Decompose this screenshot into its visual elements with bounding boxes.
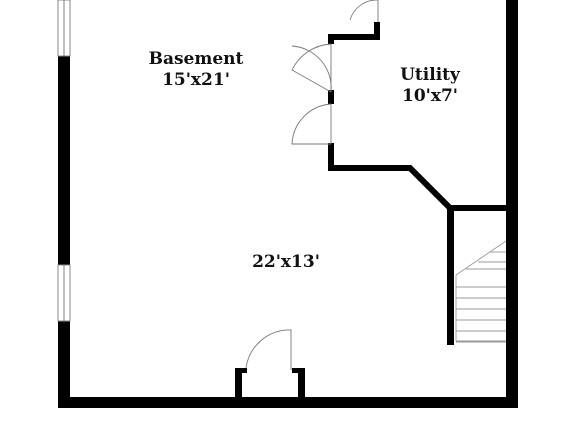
door-bottom-jamb-right (298, 368, 305, 398)
utility-door-jamb-a (328, 34, 334, 44)
utility-left-wall-top (328, 34, 380, 40)
stairs (455, 240, 507, 343)
room-basement: Basement 15'x21' (149, 49, 244, 90)
door-utility-upper (291, 43, 332, 93)
left-wall (58, 0, 70, 408)
room-name: Basement (149, 49, 244, 69)
door-utility-upper-arc (291, 45, 332, 93)
door-bottom-jamb-left (235, 368, 242, 398)
utility-door-jamb-b (328, 90, 334, 104)
room-dimensions: 15'x21' (162, 70, 230, 90)
utility-door-jamb-c (328, 143, 334, 153)
utility-lower-wall (328, 146, 506, 211)
room-main: 22'x13' (252, 252, 320, 272)
doors (235, 0, 379, 398)
bottom-wall (58, 397, 518, 408)
room-name: Utility (400, 65, 461, 85)
left-windows (57, 0, 71, 322)
stair-wall (447, 205, 454, 345)
room-utility: Utility 10'x7' (400, 65, 461, 106)
right-wall (506, 0, 518, 408)
room-dimensions: 10'x7' (402, 86, 458, 106)
utility-walls (328, 22, 506, 345)
room-dimensions: 22'x13' (252, 252, 320, 272)
door-utility-lower-arc (291, 103, 332, 145)
utility-left-wall-top-jamb (374, 22, 380, 40)
door-bottom-header-right (292, 368, 305, 373)
door-top (349, 0, 379, 22)
door-bottom-header-left (235, 368, 247, 373)
door-bottom (245, 329, 292, 370)
